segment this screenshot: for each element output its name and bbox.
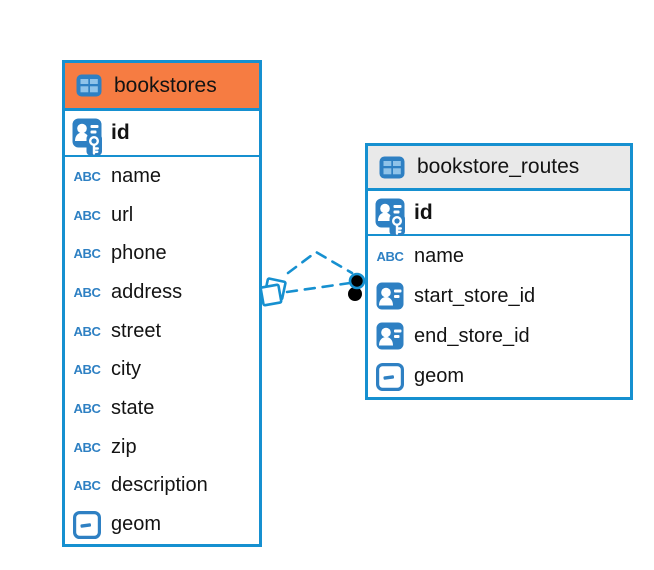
table-header-bookstore-routes[interactable]: bookstore_routes (368, 146, 630, 191)
field-label: address (111, 280, 183, 303)
table-icon (73, 74, 105, 97)
text-type-icon: ABC (73, 168, 101, 184)
relationship-line-lower (285, 281, 352, 294)
field-label: zip (111, 435, 137, 458)
field-row-pk: id (65, 111, 259, 157)
field-list: ABC name ABC url ABC phone ABC address A… (65, 157, 259, 544)
field-label: geom (414, 365, 465, 388)
reference-icon (374, 322, 406, 350)
text-type-icon: ABC (73, 478, 101, 494)
text-type-icon: ABC (73, 323, 101, 339)
field-label: state (111, 396, 155, 419)
field-row: geom (65, 505, 259, 544)
field-row: end_store_id (368, 316, 630, 356)
geometry-type-icon (71, 511, 103, 539)
text-type-icon: ABC (73, 439, 101, 455)
text-type-icon: ABC (73, 400, 101, 416)
field-row: start_store_id (368, 276, 630, 316)
field-row: ABC url (65, 196, 259, 235)
text-type-icon: ABC (73, 246, 101, 262)
field-row: ABC name (368, 236, 630, 276)
connector-source-handle-icon[interactable] (259, 277, 287, 307)
table-header-bookstores[interactable]: bookstores (65, 63, 259, 111)
field-label: name (414, 244, 465, 267)
field-row: ABC city (65, 350, 259, 389)
field-label: description (111, 474, 208, 497)
relationship-line-upper (286, 250, 354, 275)
field-row: ABC name (65, 157, 259, 196)
connector-endpoint-dots[interactable] (348, 272, 366, 301)
field-label: street (111, 319, 162, 342)
primary-key-icon (71, 110, 103, 156)
endpoint-dot-upper[interactable] (348, 272, 366, 290)
field-row: ABC zip (65, 428, 259, 467)
field-label: geom (111, 513, 162, 536)
field-label: city (111, 358, 141, 381)
field-row: ABC state (65, 389, 259, 428)
geometry-type-icon (374, 363, 406, 391)
field-row: geom (368, 357, 630, 397)
field-row: ABC phone (65, 234, 259, 273)
text-type-icon: ABC (376, 248, 404, 264)
field-row-pk: id (368, 191, 630, 236)
field-label: end_store_id (414, 324, 530, 347)
table-name: bookstore_routes (417, 155, 580, 178)
text-type-icon: ABC (73, 284, 101, 300)
field-list: ABC name start_store_id end_store_id ge (368, 236, 630, 397)
table-name: bookstores (114, 73, 217, 97)
primary-key-icon (374, 190, 406, 236)
field-row: ABC address (65, 273, 259, 312)
field-label: id (414, 200, 433, 224)
table-icon (376, 156, 408, 179)
table-bookstore-routes[interactable]: bookstore_routes id ABC name start_store… (365, 143, 633, 400)
text-type-icon: ABC (73, 207, 101, 223)
field-label: phone (111, 242, 167, 265)
field-label: name (111, 164, 162, 187)
table-bookstores[interactable]: bookstores id ABC name ABC url ABC phone… (62, 60, 262, 547)
endpoint-dot-lower[interactable] (348, 287, 362, 301)
reference-icon (374, 282, 406, 310)
field-row: ABC description (65, 467, 259, 506)
field-label: id (111, 121, 130, 144)
field-row: ABC street (65, 312, 259, 351)
field-label: url (111, 203, 134, 226)
text-type-icon: ABC (73, 362, 101, 378)
field-label: start_store_id (414, 284, 536, 307)
